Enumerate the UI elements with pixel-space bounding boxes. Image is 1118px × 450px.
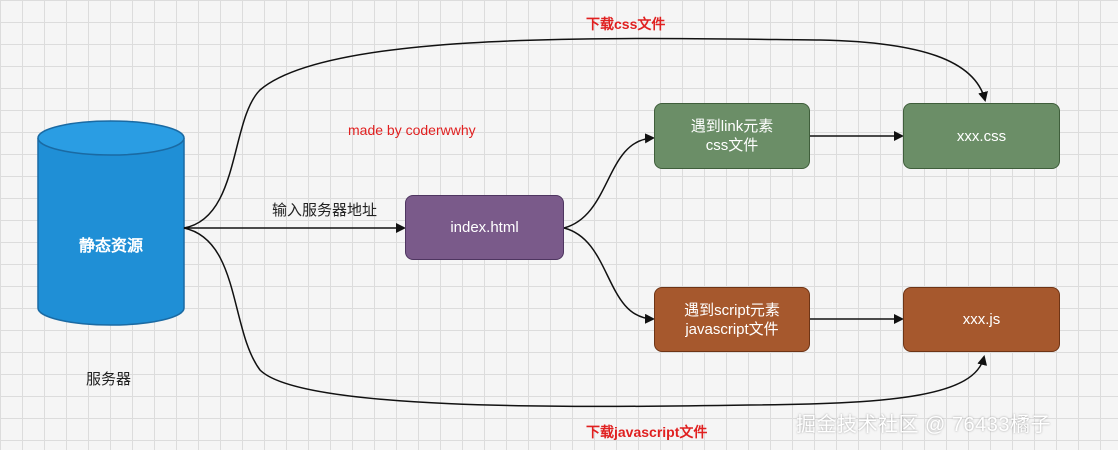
node-script-element: 遇到script元素 javascript文件 (654, 287, 810, 352)
edge-index-to-link (563, 133, 655, 229)
label-download-js: 下载javascript文件 (586, 424, 708, 440)
server-cylinder (37, 120, 185, 326)
server-caption: 服务器 (86, 371, 132, 388)
label-download-css: 下载css文件 (586, 16, 666, 32)
edge-download-css (183, 37, 988, 229)
server-label: 静态资源 (78, 238, 143, 255)
node-xxx-js: xxx.js (903, 287, 1060, 352)
node-link-element: 遇到link元素 css文件 (654, 103, 810, 169)
node-xxx-css: xxx.css (903, 103, 1060, 169)
node-index-html: index.html (405, 195, 564, 260)
edge-index-to-script (563, 227, 655, 324)
watermark-text: 掘金技术社区 @ 76433橘子 (796, 414, 1052, 436)
edge-label-address: 输入服务器地址 (272, 202, 378, 219)
edge-download-js (183, 227, 988, 408)
credit-text: made by coderwwhy (348, 122, 476, 138)
